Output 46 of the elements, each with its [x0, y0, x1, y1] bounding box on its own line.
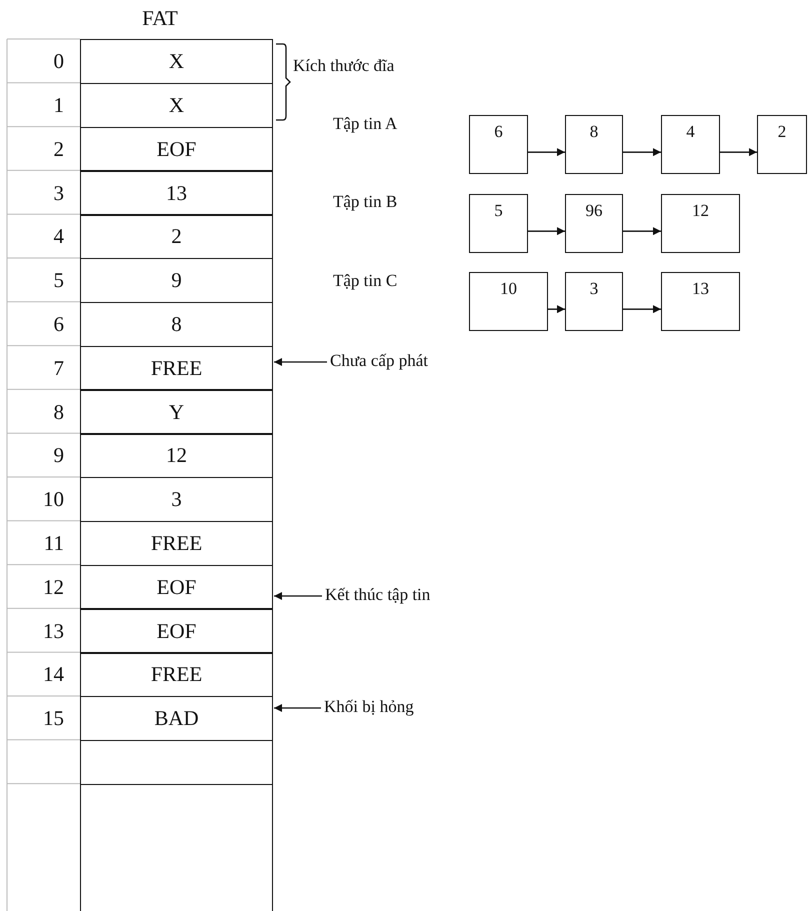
arrow: [274, 358, 327, 366]
arrow: [528, 227, 565, 236]
arrow: [720, 148, 757, 156]
block-box: 13: [661, 272, 740, 331]
annotation-text: Khối bị hỏng: [324, 695, 464, 719]
row-number: 8: [52, 398, 64, 426]
block-box: 2: [757, 115, 807, 174]
block-box: 10: [469, 272, 548, 331]
row-number: 7: [52, 354, 64, 382]
file-label: Tập tin B: [333, 192, 398, 212]
row-number: 2: [52, 136, 64, 163]
arrow: [528, 148, 565, 156]
block-box: 8: [565, 115, 623, 174]
row-number: 13: [42, 618, 64, 645]
block-box: 3: [565, 272, 623, 331]
row-number: 5: [52, 267, 64, 294]
table-cell: [80, 740, 273, 786]
row-number: 15: [42, 705, 64, 732]
row-number: 0: [52, 48, 64, 76]
arrow: [623, 148, 661, 156]
arrow: [623, 227, 661, 236]
block-box: 96: [565, 194, 623, 253]
annotation-text: Kết thúc tập tin: [325, 583, 485, 607]
block-box: 6: [469, 115, 528, 174]
annotation-text: Chưa cấp phát: [330, 349, 470, 373]
bracket-label: Kích thước đĩa: [293, 56, 394, 76]
block-box: 12: [661, 194, 740, 253]
row-number: 10: [42, 486, 64, 514]
row-number: 3: [52, 180, 64, 207]
row-number: 9: [52, 442, 64, 470]
row-number: 6: [52, 310, 64, 338]
row-number: 14: [42, 661, 64, 688]
arrow: [274, 704, 321, 712]
row-number: 11: [42, 530, 64, 557]
arrow: [623, 305, 661, 314]
file-label: Tập tin C: [333, 271, 398, 291]
row-number: 1: [52, 92, 64, 119]
table-title: FAT: [141, 6, 179, 31]
row-number: 12: [42, 574, 64, 601]
table-cell: [80, 784, 273, 911]
block-box: 5: [469, 194, 528, 253]
block-box: 4: [661, 115, 720, 174]
row-number: 4: [52, 223, 64, 250]
file-label: Tập tin A: [333, 114, 398, 134]
arrow: [548, 305, 565, 314]
arrow: [274, 592, 322, 600]
